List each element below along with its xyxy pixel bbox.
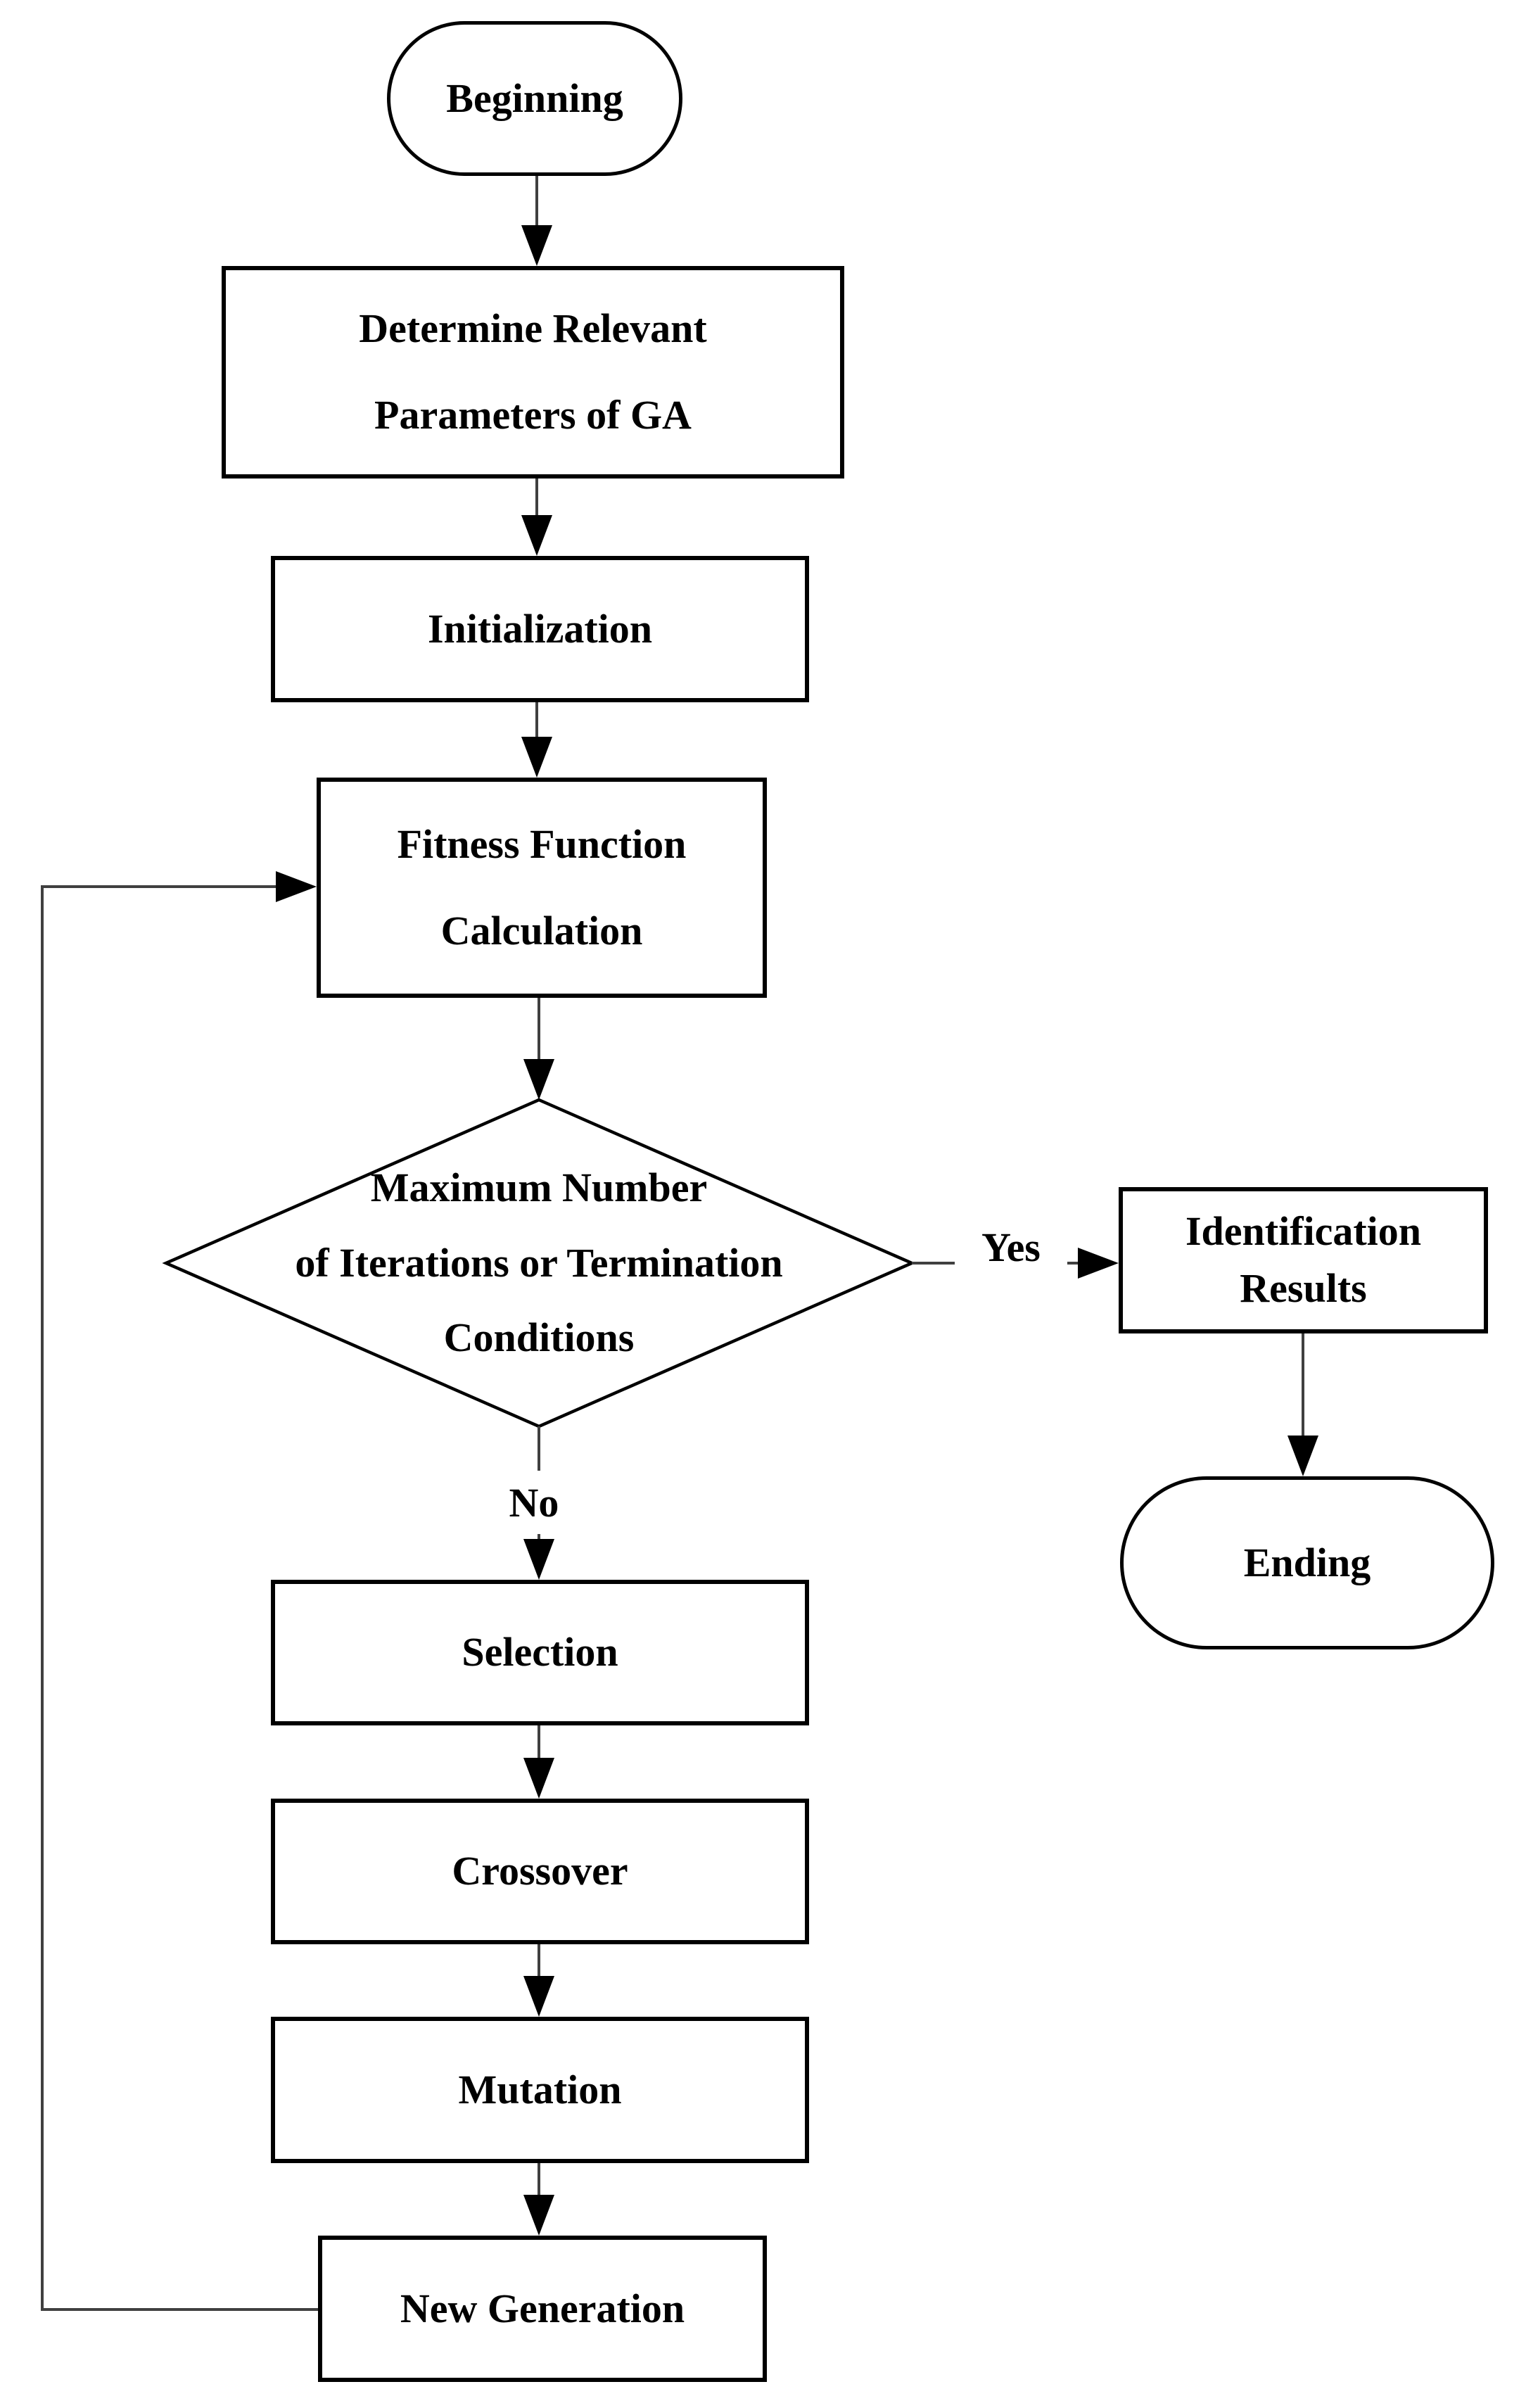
- decision-line1: Maximum Number: [370, 1164, 708, 1210]
- arrowhead-right-icon: [1078, 1248, 1119, 1279]
- node-new-generation: New Generation: [318, 2236, 767, 2382]
- node-crossover: Crossover: [271, 1799, 809, 1944]
- arrowhead-down-icon: [521, 737, 552, 778]
- node-initialization-label: Initialization: [427, 605, 653, 652]
- arrowhead-right-icon: [276, 871, 317, 902]
- edge-selection-to-crossover: [523, 1725, 554, 1799]
- edge-determine-to-initialization: [521, 479, 552, 556]
- arrowhead-down-icon: [523, 1976, 554, 2017]
- arrowhead-down-icon: [1287, 1436, 1318, 1476]
- node-fitness-function-line2: Calculation: [440, 907, 643, 953]
- node-identification-results-line1: Identification: [1185, 1208, 1422, 1255]
- node-fitness-function: Fitness Function Calculation: [317, 778, 767, 998]
- arrowhead-down-icon: [523, 1059, 554, 1100]
- node-selection-label: Selection: [462, 1629, 618, 1675]
- edge-initialization-to-fitness: [521, 702, 552, 778]
- node-determine-parameters-line2: Parameters of GA: [374, 392, 692, 438]
- decision-line2: of Iterations or Termination: [295, 1239, 783, 1286]
- edge-newgeneration-to-fitness-feedback: [41, 871, 318, 2311]
- node-new-generation-label: New Generation: [400, 2285, 685, 2331]
- node-mutation-label: Mutation: [458, 2066, 622, 2112]
- arrowhead-down-icon: [523, 1758, 554, 1799]
- node-ending-label: Ending: [1243, 1539, 1371, 1585]
- node-selection: Selection: [271, 1580, 809, 1725]
- node-determine-parameters: Determine Relevant Parameters of GA: [222, 266, 844, 479]
- edge-mutation-to-newgeneration: [523, 2163, 554, 2236]
- node-identification-results: Identification Results: [1119, 1187, 1488, 1333]
- edge-beginning-to-determine: [521, 176, 552, 266]
- arrowhead-down-icon: [521, 225, 552, 266]
- node-identification-results-line2: Results: [1240, 1265, 1367, 1311]
- node-mutation: Mutation: [271, 2017, 809, 2163]
- node-initialization: Initialization: [271, 556, 809, 702]
- node-determine-parameters-line1: Determine Relevant: [359, 305, 707, 352]
- decision-line3: Conditions: [443, 1314, 635, 1361]
- edge-label-no: No: [485, 1471, 583, 1534]
- edge-label-yes: Yes: [955, 1215, 1067, 1279]
- node-beginning-label: Beginning: [446, 75, 623, 121]
- node-crossover-label: Crossover: [452, 1848, 628, 1894]
- node-beginning: Beginning: [387, 21, 682, 176]
- arrowhead-down-icon: [521, 515, 552, 556]
- edge-fitness-to-decision: [523, 998, 554, 1100]
- arrowhead-down-icon: [523, 1539, 554, 1580]
- node-fitness-function-line1: Fitness Function: [397, 820, 687, 867]
- arrowhead-down-icon: [523, 2195, 554, 2236]
- node-termination-decision-label: Maximum Number of Iterations or Terminat…: [187, 1100, 891, 1426]
- edge-crossover-to-mutation: [523, 1944, 554, 2017]
- edge-identification-to-ending: [1287, 1333, 1318, 1476]
- node-ending: Ending: [1120, 1476, 1494, 1649]
